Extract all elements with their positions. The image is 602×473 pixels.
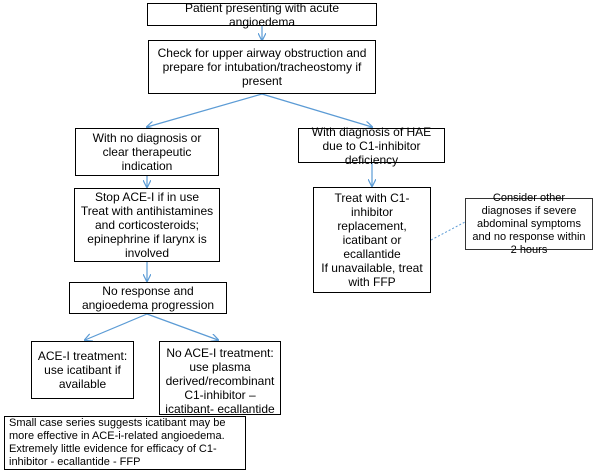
node-patient-presenting: Patient presenting with acute angioedema: [147, 1, 377, 29]
node-check-airway: Check for upper airway obstruction and p…: [148, 40, 376, 94]
arrow-no-response-to-no-acei: [146, 313, 218, 340]
node-acei-treatment: ACE-I treatment: use icatibant if availa…: [31, 341, 134, 399]
node-no-diagnosis: With no diagnosis or clear therapeutic i…: [75, 128, 219, 176]
node-evidence-note: Small case series suggests icatibant may…: [4, 416, 246, 470]
node-treat-c1-inhibitor: Treat with C1-inhibitor replacement, ica…: [313, 187, 431, 293]
node-no-response: No response and angioedema progression: [69, 282, 227, 314]
node-no-acei-treatment: No ACE-I treatment: use plasma derived/r…: [159, 341, 281, 430]
node-consider-other-diagnoses: Consider other diagnoses if severe abdom…: [465, 192, 593, 256]
arrow-airway-to-no-diagnosis: [147, 93, 263, 127]
node-hae-diagnosis: With diagnosis of HAE due to C1-inhibito…: [298, 125, 445, 167]
arrow-no-response-to-acei: [85, 313, 148, 340]
node-stop-acei: Stop ACE-I if in use Treat with antihist…: [74, 188, 220, 262]
arrow-airway-to-hae: [261, 93, 372, 127]
dashed-connector-consider-other: [430, 221, 466, 241]
